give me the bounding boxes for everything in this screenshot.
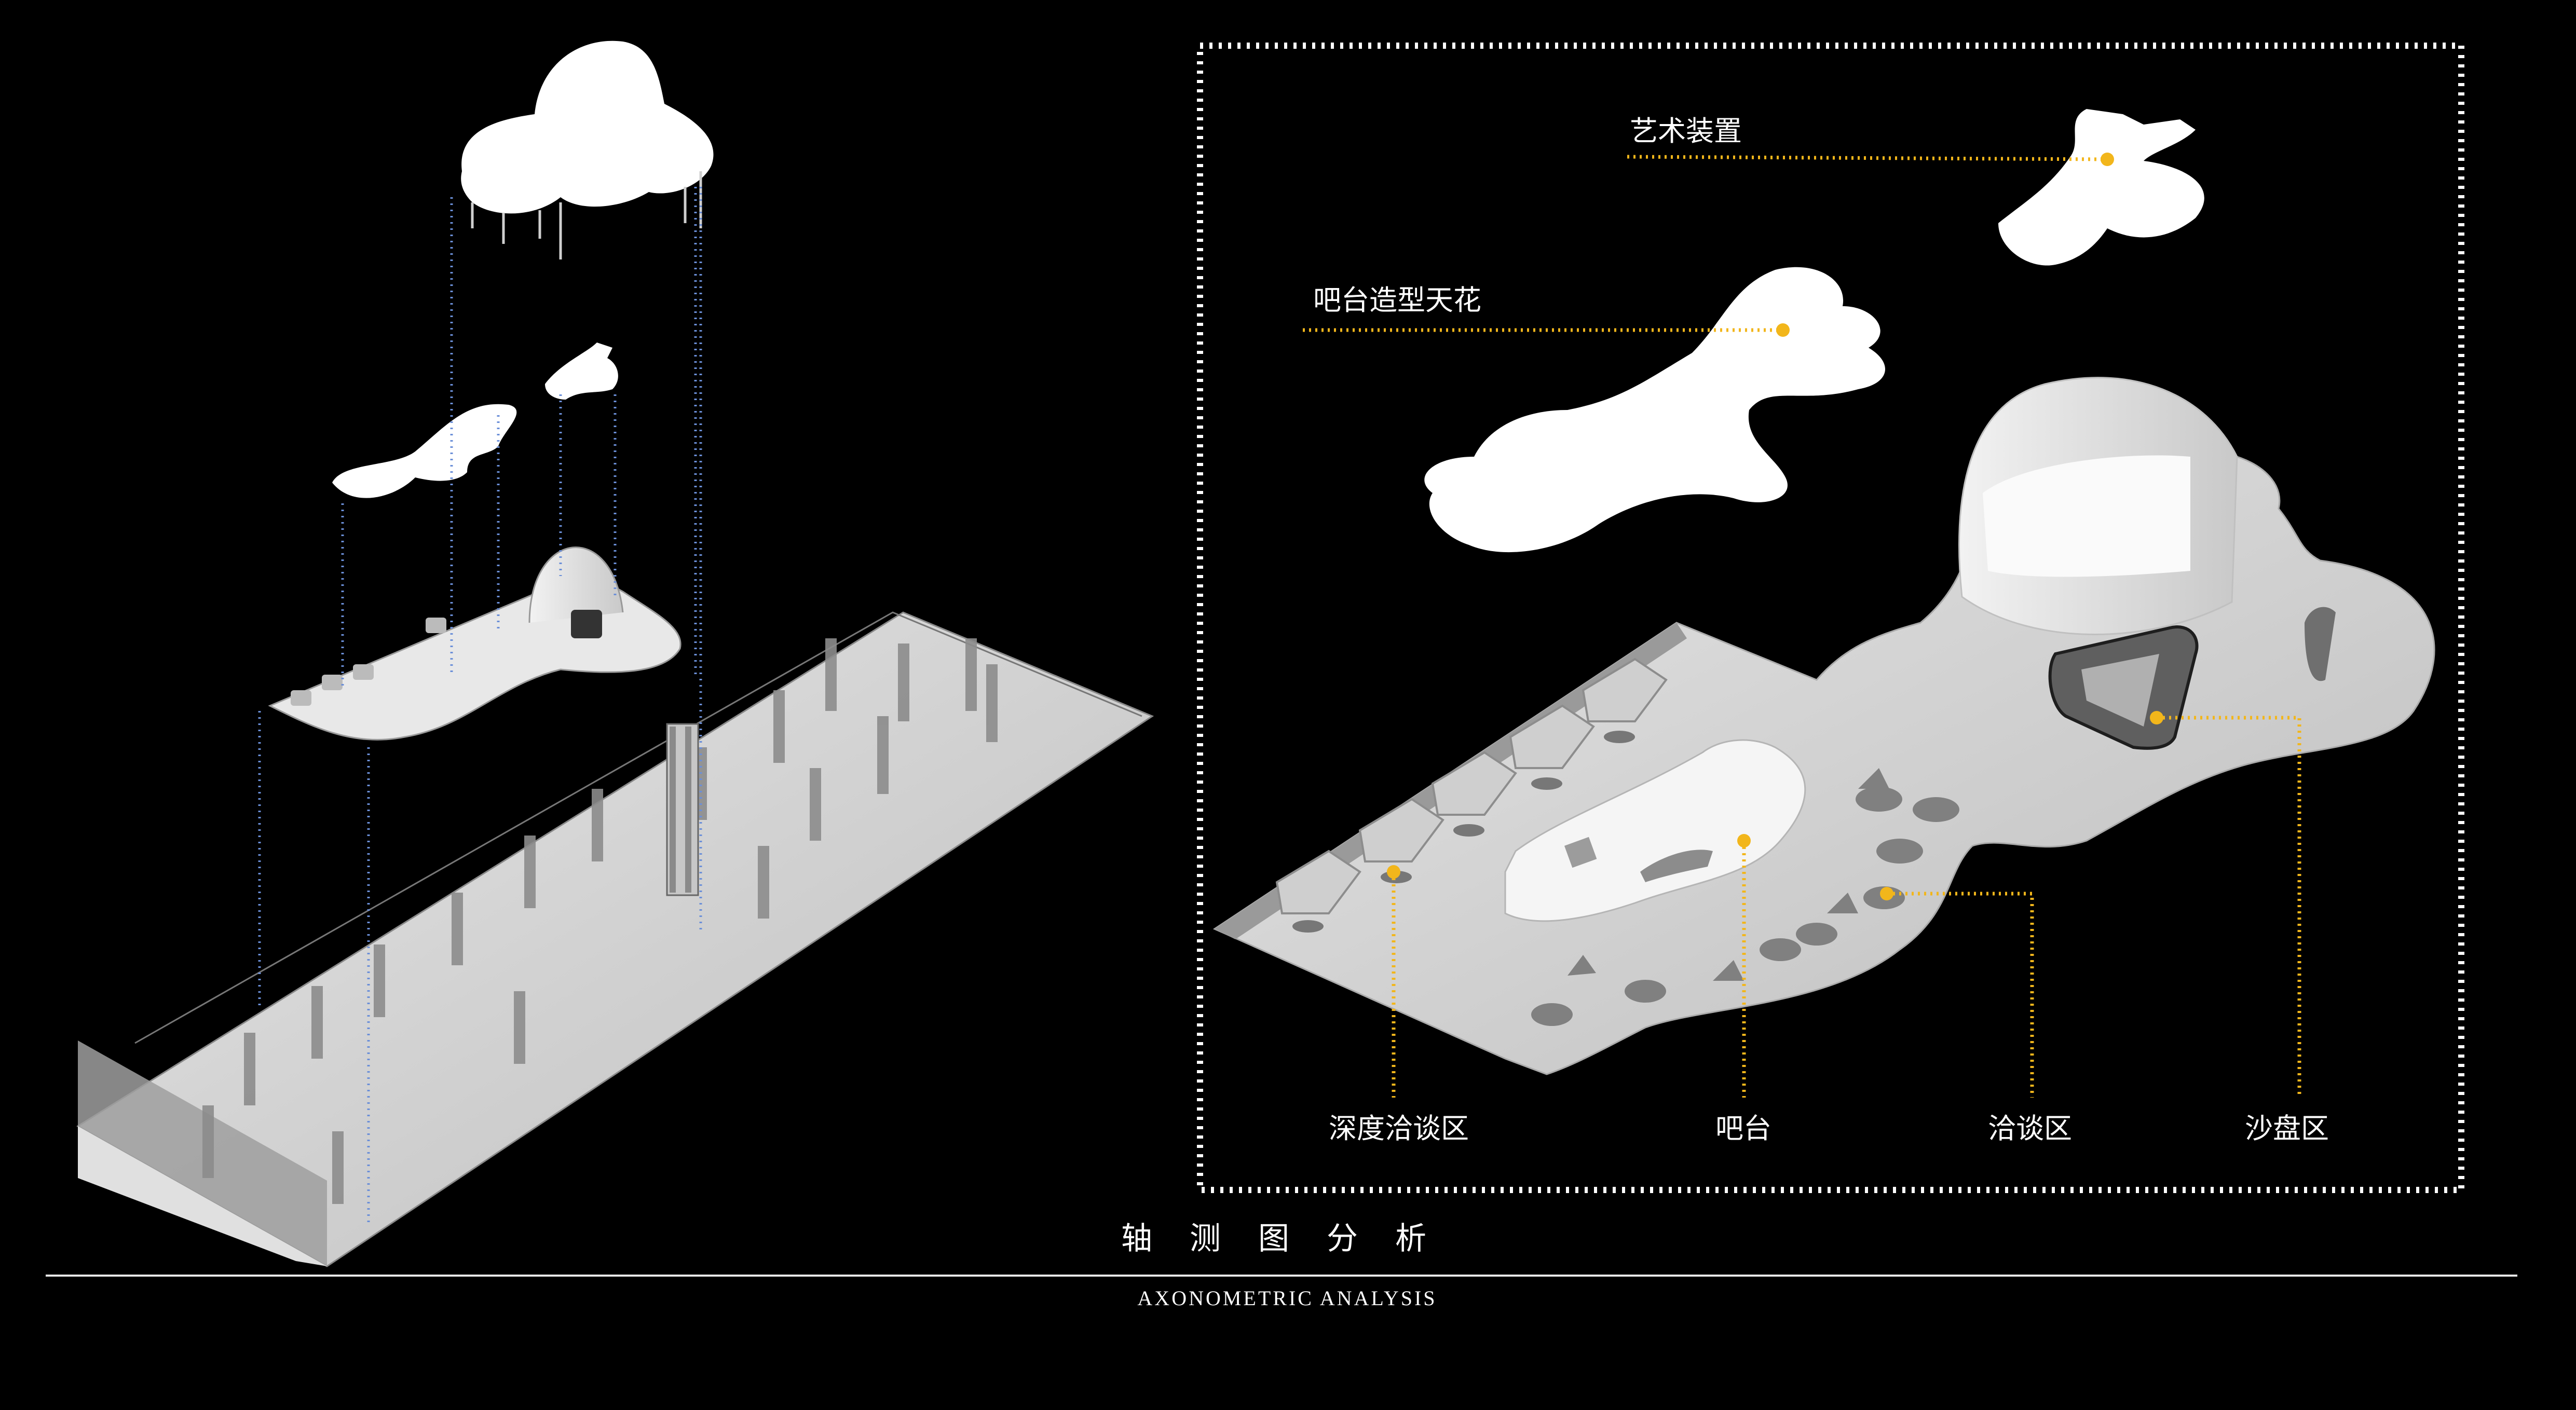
- art-installation-shape: [1998, 109, 2204, 266]
- detail-frame: [1197, 43, 2464, 1193]
- bar-island: [1504, 739, 1806, 922]
- label-sandbox: 沙盘区: [2245, 1112, 2329, 1145]
- mid-floor-platform: [268, 546, 682, 741]
- label-negotiation: 洽谈区: [1988, 1112, 2072, 1145]
- dome-structure: [1958, 377, 2336, 681]
- label-bar-ceiling: 吧台造型天花: [1313, 284, 1481, 317]
- ceiling-cloud-top: [461, 40, 714, 259]
- bar-ceiling-shape: [1424, 267, 1886, 553]
- label-deep-negotiation: 深度洽谈区: [1329, 1112, 1469, 1145]
- deep-negotiation-booths: [1275, 658, 1668, 914]
- title-divider: [46, 1275, 2517, 1277]
- base-floor-slab: [76, 611, 1154, 1267]
- page-title-cn: 轴测图分析: [1121, 1221, 1464, 1257]
- art-installation-small: [545, 343, 618, 400]
- callout-dots: [1387, 153, 2163, 900]
- vertical-connectors: [258, 187, 702, 1225]
- callout-leaders: [1303, 155, 2301, 1098]
- page-title-en: AXONOMETRIC ANALYSIS: [1137, 1286, 1437, 1310]
- label-bar: 吧台: [1715, 1112, 1771, 1145]
- detail-floor-plate: [1212, 456, 2435, 1075]
- left-exploded-view: [76, 40, 1154, 1267]
- label-art-installation: 艺术装置: [1630, 115, 1742, 147]
- bar-ceiling-shape-small: [332, 404, 517, 498]
- detailed-floor-model: [1212, 377, 2435, 1075]
